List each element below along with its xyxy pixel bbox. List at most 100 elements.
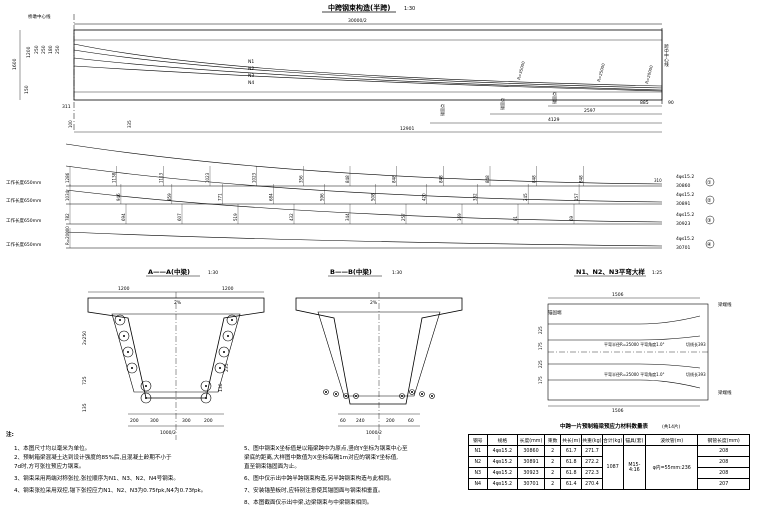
section-a-dim-bottom-3: 200 xyxy=(204,418,213,424)
strand xyxy=(325,391,327,393)
th-5: 共重(kg) xyxy=(581,434,603,446)
section-b-title: B——B(中梁) xyxy=(330,267,372,276)
strand xyxy=(205,397,207,399)
midspan-label: 跨中中心线 xyxy=(664,43,669,67)
profile-dim: 69 xyxy=(569,215,574,221)
note-4: 4、钢束张拉采用双控,锚下张控应力N1、N2、N3为0.75fpk,N4为0.7… xyxy=(14,488,207,494)
right-dim-4129: 4129 xyxy=(548,117,560,123)
section-a-dim-side-4: 135 xyxy=(82,403,88,412)
duct xyxy=(218,346,230,358)
cell: 30923 xyxy=(517,467,545,479)
inset-dim-1: 100 xyxy=(68,120,73,128)
note-6: 6、图中仅示出中跨半跨钢束构造,另半跨钢束构造与此相同。 xyxy=(244,476,395,482)
table-row: N1 4φs15.2 30860 2 61.7 271.7 1087 M15-4… xyxy=(468,445,750,490)
profile-dim: 356 xyxy=(298,175,303,183)
section-a-void xyxy=(111,313,241,393)
cell: 4φs15.2 xyxy=(486,456,519,468)
inset-dim-0: 335 xyxy=(127,120,132,128)
plan-tangent-a: 切线长393 xyxy=(686,341,706,347)
strand xyxy=(145,397,147,399)
cell: 208 xyxy=(697,445,750,457)
duct xyxy=(140,392,152,404)
cell: 271.7 xyxy=(581,445,603,457)
section-b-dim-bottom-3: 60 xyxy=(408,418,414,424)
plan-tendon-3 xyxy=(548,363,701,369)
cell: 2 xyxy=(543,478,562,490)
cell: 30891 xyxy=(517,456,545,468)
section-a-dim-bottom-2: 300 xyxy=(182,418,191,424)
right-dim-2597: 2597 xyxy=(584,108,596,114)
profile-curve xyxy=(65,165,663,203)
left-dim-2: 250 xyxy=(34,45,40,54)
note-2b: 7d时,方可张拉预应力钢束。 xyxy=(14,464,85,470)
right-dim-90: 90 xyxy=(668,100,674,106)
cell: 61.7 xyxy=(560,445,583,457)
note-5b: 梁底的距离,大样图中数值为X坐标每隔1m对应的钢束Y坐标值, xyxy=(244,455,399,461)
section-a-bottom-total: 1000/2 xyxy=(160,430,176,436)
profile-dim: 848 xyxy=(532,175,537,183)
profile-dim: 81 xyxy=(513,215,518,221)
duct xyxy=(200,380,212,392)
elevation-scale: 1:30 xyxy=(404,6,415,12)
section-a-dim-bottom-0: 200 xyxy=(130,418,139,424)
duct xyxy=(222,330,234,342)
profile-dim: 332 xyxy=(472,193,477,201)
strand xyxy=(219,367,221,369)
profile-dim: R=20000 xyxy=(65,226,70,245)
profile-number: ③ xyxy=(707,218,711,224)
profile-number-circle xyxy=(705,239,715,249)
th-2: 长度(mm) xyxy=(517,434,545,446)
table-header-row: 钢号 规格 长度(mm) 束数 共长(m) 共重(kg) 合计(kg) 锚具(套… xyxy=(468,434,750,446)
anchor-label-0: 锚固点 xyxy=(439,104,445,116)
tendon-label-n3: N3 xyxy=(248,73,254,79)
profile-number-circle xyxy=(705,195,715,205)
profile-length: 30860 xyxy=(676,183,690,189)
profile-dim: 848 xyxy=(345,175,350,183)
strand xyxy=(127,351,129,353)
profile-dim: 344 xyxy=(345,213,350,221)
section-b-dim-bottom-1: 240 xyxy=(356,418,365,424)
plan-bend-scale: 1:25 xyxy=(652,270,662,276)
profile-number-circle xyxy=(705,215,715,225)
cell: 2 xyxy=(543,456,562,468)
plan-dim-left-2: 225 xyxy=(538,360,543,368)
plan-dim-left-3: 175 xyxy=(538,376,543,384)
plan-tangent-b: 切线长393 xyxy=(686,371,706,377)
profile-number: ② xyxy=(707,198,712,204)
strand xyxy=(131,367,133,369)
section-b-bottom-total: 1000/2 xyxy=(366,430,382,436)
section-b-dim-bottom-2: 200 xyxy=(386,418,395,424)
strand xyxy=(123,335,125,337)
th-4: 共长(m) xyxy=(560,434,583,446)
profile-dim: 848 xyxy=(392,175,397,183)
note-8: 8、本图截面仅示出中梁,边梁钢束与中梁钢束相同。 xyxy=(244,500,373,506)
section-a-dim-side-3: 130 xyxy=(218,383,224,392)
profile-number: ① xyxy=(707,180,712,186)
work-length-label: 工作长度650mm xyxy=(6,217,41,224)
elevation-title: 中跨钢束构造(半跨) xyxy=(328,3,390,12)
profile-dim: 169 xyxy=(457,213,462,221)
tendon-n1 xyxy=(73,43,663,87)
duct xyxy=(429,393,435,399)
material-table: 钢号 规格 长度(mm) 束数 共长(m) 共重(kg) 合计(kg) 锚具(套… xyxy=(468,434,750,490)
profile-length: 30923 xyxy=(676,221,690,227)
work-length-label: 工作长度650mm xyxy=(6,179,41,186)
strand xyxy=(345,395,347,397)
plan-tendon-1 xyxy=(548,315,701,325)
duct xyxy=(126,362,138,374)
plan-callout-2: 梁端线 xyxy=(718,389,732,396)
profile-dim: 1113 xyxy=(158,172,163,183)
strand xyxy=(355,395,357,397)
cell: 270.4 xyxy=(581,478,603,490)
profile-dim: 848 xyxy=(438,175,443,183)
profile-dim: 607 xyxy=(177,213,182,221)
cell: 61.8 xyxy=(560,467,583,479)
plan-bend-a: 平弯半径R=25000 平弯角度1.0° xyxy=(604,341,665,347)
profile-curve xyxy=(65,143,663,185)
cell: 272.3 xyxy=(581,467,603,479)
profile-dim: 1023 xyxy=(205,172,210,183)
work-length-label: 工作长度650mm xyxy=(6,197,41,204)
th-8: 波纹管(m) xyxy=(645,434,699,446)
